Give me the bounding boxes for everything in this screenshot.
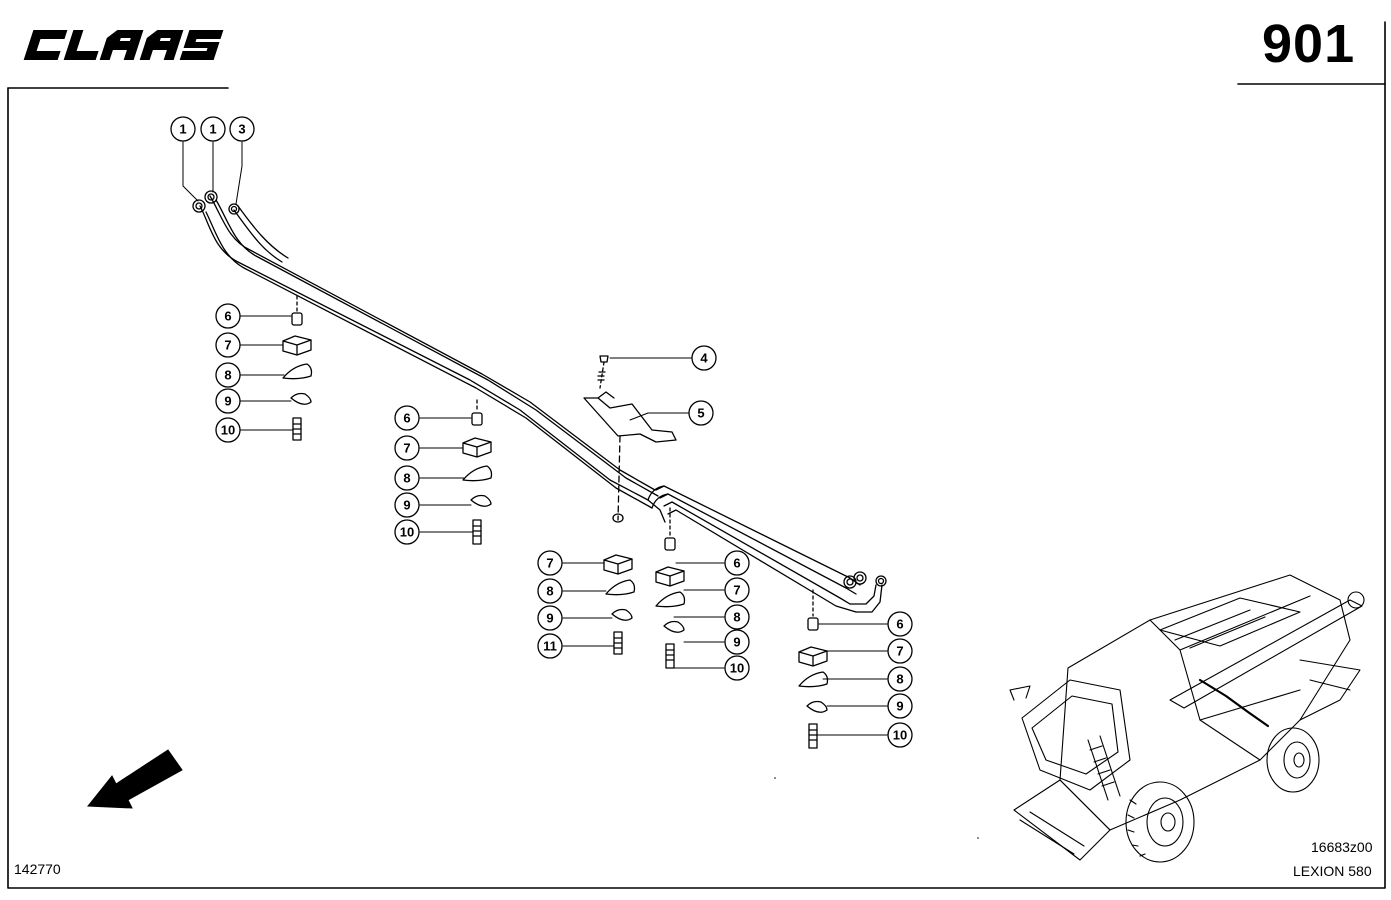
callout-7: 7: [546, 556, 553, 571]
callout-6: 6: [896, 617, 903, 632]
drawing-code: 16683z00: [1311, 839, 1373, 855]
callout-10: 10: [893, 728, 907, 743]
callout-10: 10: [730, 661, 744, 676]
page-number: 901: [1262, 14, 1356, 74]
document-number: 142770: [14, 861, 61, 877]
claas-logo: [23, 30, 224, 60]
model-name: LEXION 580: [1293, 863, 1372, 879]
callout-8: 8: [546, 584, 553, 599]
callout-3: 3: [238, 122, 245, 137]
callout-6: 6: [733, 556, 740, 571]
callout-8: 8: [896, 672, 903, 687]
clamp-stack-b: [462, 399, 493, 545]
clamp-stack-d: [655, 507, 686, 669]
callout-8: 8: [403, 471, 410, 486]
callout-9: 9: [733, 635, 740, 650]
callout-4: 4: [700, 351, 708, 366]
callout-8: 8: [224, 368, 231, 383]
callout-10: 10: [221, 423, 235, 438]
leader-lines: [182, 141, 888, 736]
left-end-fittings: [192, 190, 240, 215]
clamp-stack-a: [282, 295, 313, 441]
callout-10: 10: [400, 525, 414, 540]
callout-6: 6: [224, 309, 231, 324]
bracket-assembly: [583, 355, 677, 521]
callout-5: 5: [697, 406, 704, 421]
callout-9: 9: [403, 498, 410, 513]
callout-1: 1: [179, 122, 186, 137]
hydraulic-lines: [199, 195, 883, 613]
callout-7: 7: [733, 583, 740, 598]
callout-9: 9: [546, 611, 553, 626]
callout-6: 6: [403, 411, 410, 426]
callout-9: 9: [224, 394, 231, 409]
callout-7: 7: [403, 441, 410, 456]
clamp-stack-e: [798, 589, 829, 749]
callout-9: 9: [896, 699, 903, 714]
combine-overview-illustration: [1009, 574, 1365, 863]
clamp-stack-c: [603, 513, 636, 655]
callout-11: 11: [543, 639, 557, 654]
frame-border: [7, 21, 1386, 889]
callout-1: 1: [209, 122, 216, 137]
callout-7: 7: [896, 644, 903, 659]
callout-7: 7: [224, 338, 231, 353]
right-end-fittings: [843, 571, 887, 589]
direction-arrow-icon: [86, 749, 183, 809]
callout-circles: [170, 116, 913, 748]
callout-8: 8: [733, 610, 740, 625]
